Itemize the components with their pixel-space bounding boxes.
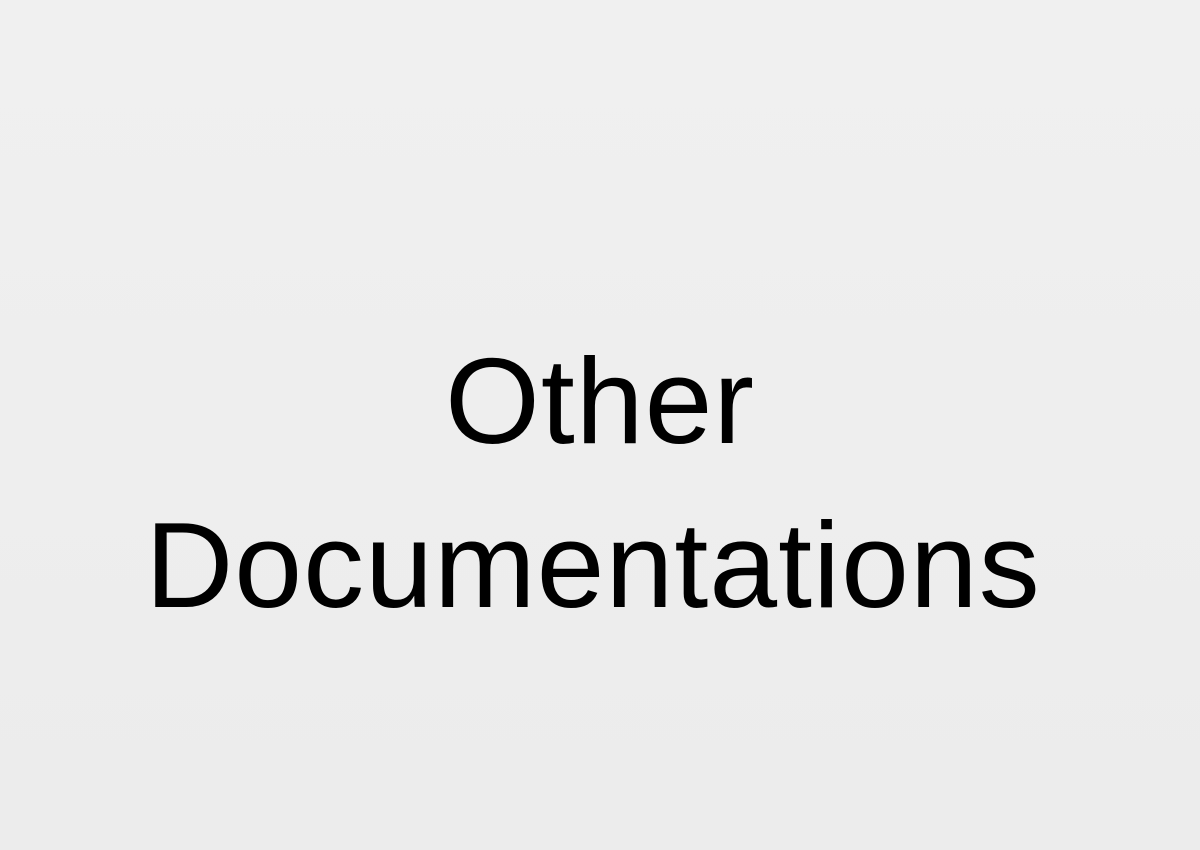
slide-title-line-1: Other (444, 333, 756, 469)
slide-title: Other Documentations (0, 318, 1200, 648)
slide-title-line-2: Documentations (145, 497, 1041, 633)
